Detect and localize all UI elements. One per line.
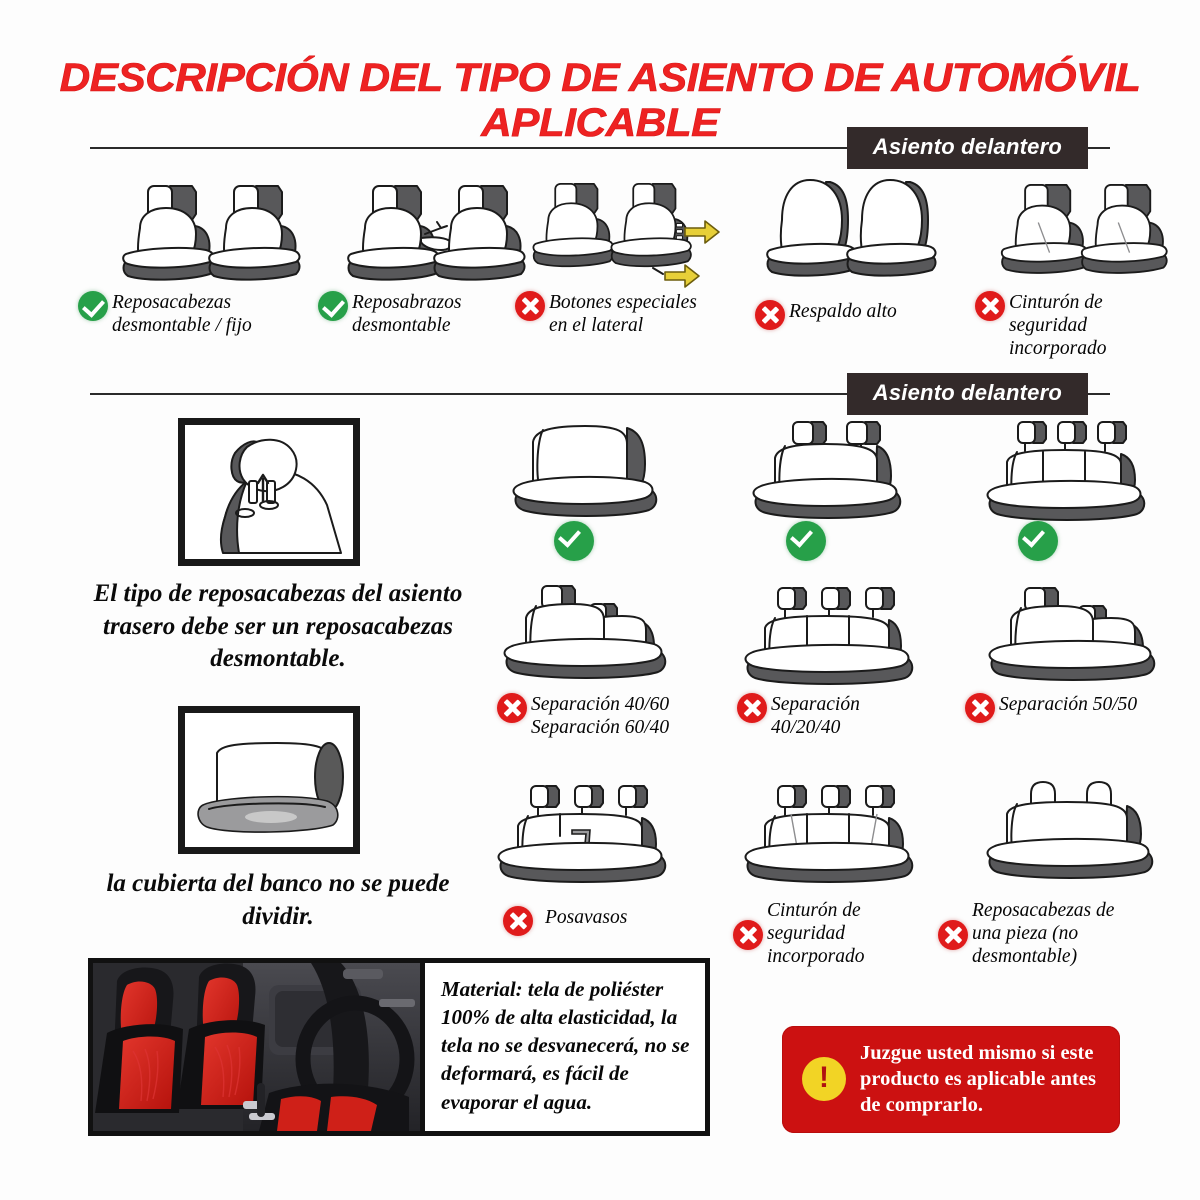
yellow-arrow-upper [684,220,720,244]
check-icon [318,291,348,321]
split-caption-1: Separación 40/20/40 [737,692,912,739]
check-icon [786,521,826,561]
front-caption-0-label: Reposacabezas desmontable / fijo [112,292,252,336]
bench-illustration-cupholder [497,772,685,884]
front-caption-4: Cinturón de seguridad incorporado [975,290,1140,360]
cross-icon [733,920,763,950]
product-photo [88,958,426,1136]
seat-illustration-high-back [760,168,955,286]
feature-caption-2: Reposacabezas de una pieza (no desmontab… [938,898,1138,968]
bench-illustration-split-402040 [744,570,930,685]
bench-ok-mark-1 [786,521,826,561]
split-caption-0: Separación 40/60 Separación 60/40 [497,692,727,739]
bench-illustration-two-headrests [745,412,920,522]
front-caption-2: Botones especiales en el lateral [515,290,720,337]
front-caption-1: Reposabrazos desmontable [318,290,493,337]
seat-illustration-headrest [100,168,330,286]
yellow-arrow-lower [664,264,700,288]
seat-illustration-armrest [325,168,555,286]
solid-bench-box [178,706,360,854]
section-header-front-label: Asiento delantero [846,127,1088,169]
section-header-rear-label: Asiento delantero [846,373,1088,415]
feature-caption-2-label: Reposacabezas de una pieza (no desmontab… [972,900,1115,967]
bench-ok-mark-0 [554,521,594,561]
cross-icon [938,920,968,950]
check-icon [78,291,108,321]
bench-illustration-split-4060 [500,570,690,685]
seat-illustration-integrated-belt [980,168,1175,286]
front-caption-3: Respaldo alto [755,299,920,330]
feature-caption-0-label: Posavasos [545,907,628,928]
bench-illustration-plain [505,412,680,522]
warning-text: Juzgue usted mismo si este producto es a… [860,1042,1096,1117]
up-arrow [256,473,270,503]
cross-icon [965,693,995,723]
warning-box: Juzgue usted mismo si este producto es a… [782,1026,1120,1133]
check-icon [554,521,594,561]
header-rule-right-2 [1088,393,1110,395]
split-caption-2-label: Separación 50/50 [999,694,1138,715]
page-title: DESCRIPCIÓN DEL TIPO DE ASIENTO DE AUTOM… [59,56,1141,146]
seat-illustration-side-buttons [532,168,743,288]
bench-illustration-belt [744,772,930,884]
split-caption-2: Separación 50/50 [965,692,1140,723]
section-header-rear: Asiento delantero [90,372,1110,416]
split-caption-1-label: Separación 40/20/40 [771,694,860,738]
cross-icon [755,300,785,330]
cross-icon [503,906,533,936]
front-caption-1-label: Reposabrazos desmontable [352,292,462,336]
exclamation-icon [802,1057,846,1102]
feature-caption-0: Posavasos [503,905,693,936]
headrest-note-caption: El tipo de reposacabezas del asiento tra… [93,580,463,672]
header-rule-left-2 [90,393,847,395]
header-rule-left [90,147,847,149]
feature-caption-1: Cinturón de seguridad incorporado [733,898,913,968]
feature-caption-1-label: Cinturón de seguridad incorporado [767,900,865,967]
bench-note-caption: la cubierta del banco no se puede dividi… [106,870,450,930]
front-caption-4-label: Cinturón de seguridad incorporado [1009,292,1107,359]
header-rule-right [1088,147,1110,149]
side-button-group [675,222,684,240]
bench-illustration-three-headrests [985,412,1160,522]
front-caption-3-label: Respaldo alto [789,301,897,322]
headrest-removal-box [178,418,360,566]
bench-illustration-split-5050 [985,570,1170,685]
cross-icon [737,693,767,723]
cross-icon [497,693,527,723]
material-note: Material: tela de poliéster 100% de alta… [420,958,710,1136]
check-icon [1018,521,1058,561]
cross-icon [975,291,1005,321]
front-caption-0: Reposacabezas desmontable / fijo [78,290,288,337]
cross-icon [515,291,545,321]
section-header-front: Asiento delantero [90,126,1110,170]
bench-illustration-one-piece-headrest [985,772,1170,884]
front-caption-2-label: Botones especiales en el lateral [549,292,697,336]
bench-ok-mark-2 [1018,521,1058,561]
split-caption-0-label: Separación 40/60 Separación 60/40 [531,694,670,738]
